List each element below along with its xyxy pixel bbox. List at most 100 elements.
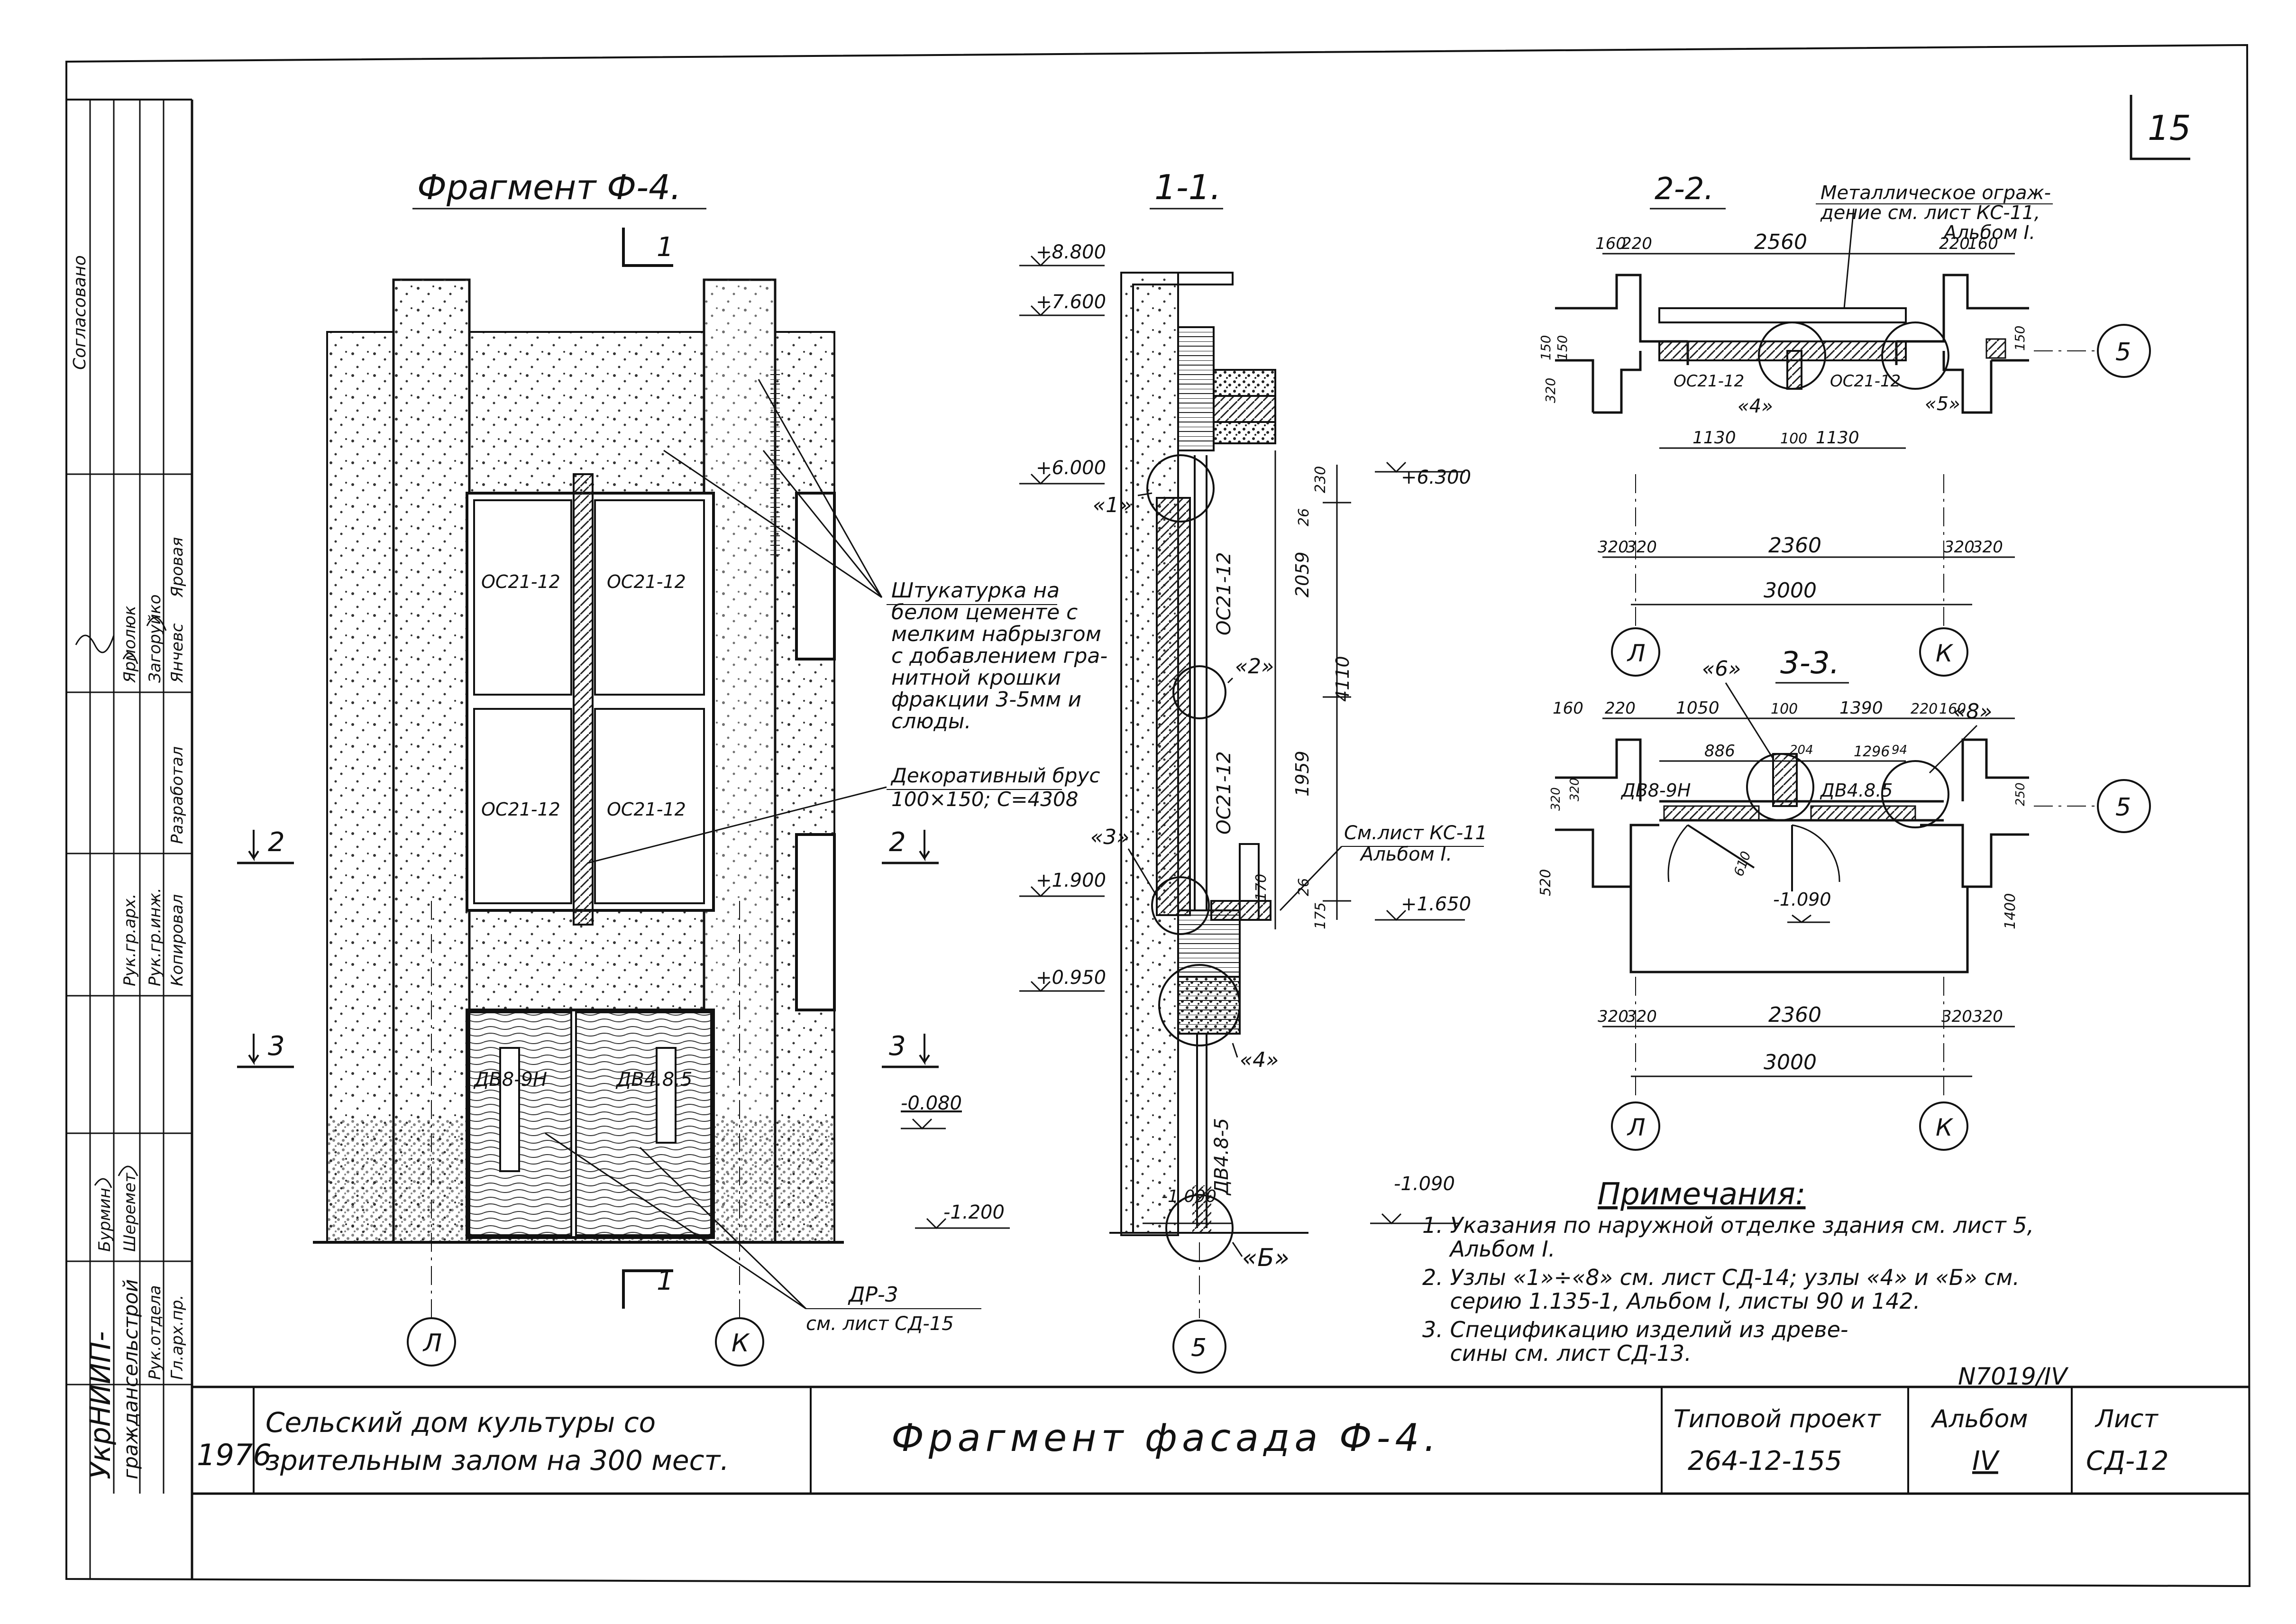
lvl-6000: +6.000	[1036, 457, 1106, 479]
s22-top-1: 160	[1595, 234, 1626, 253]
level-mark-3-right: 3	[889, 1031, 906, 1062]
s22-bottom-3: 2360	[1768, 533, 1821, 558]
beam-note-1: Декоративный брус	[890, 764, 1100, 787]
level-mark-2-left: 2	[268, 827, 285, 858]
s22-inner-1: 1130	[1692, 428, 1736, 448]
note-line-4: серию 1.135-1, Альбом I, листы 90 и 142.	[1422, 1288, 1920, 1314]
dim-26b: 26	[1296, 878, 1312, 896]
s11-door: ДВ4.8-5	[1211, 1118, 1233, 1196]
s33-side-5: 1400	[2002, 893, 2019, 929]
side-stamp: УкрНИИП- граждансельстрой Рук.отдела Гл.…	[66, 99, 192, 1579]
s33-side-4: 250	[2013, 782, 2028, 806]
s22-bottom-5: 320	[1972, 538, 2003, 557]
plaster-note-6: фракции 3-5мм и	[891, 688, 1081, 712]
s33-top-2: 220	[1605, 699, 1636, 718]
plaster-note-1: Штукатурка на	[891, 578, 1060, 603]
axis-k: К	[732, 1329, 750, 1358]
s33-bottom-2: 320	[1626, 1007, 1657, 1026]
s22-side-4: 150	[2012, 326, 2028, 351]
role-4: Рук.гр.инж.	[146, 888, 165, 986]
dim-2059: 2059	[1292, 551, 1313, 597]
s22-bottom-4: 320	[1944, 538, 1975, 557]
general-notes: Примечания: 1. Указания по наружной отде…	[1422, 1177, 2069, 1390]
s22-bottom-1: 320	[1598, 538, 1628, 557]
s33-bottom-1: 320	[1598, 1007, 1628, 1026]
plaster-note-4: с добавлением гра-	[891, 644, 1107, 668]
s33-top-6: 220	[1911, 701, 1938, 717]
s33-side-3: 320	[1568, 778, 1582, 801]
name-2: Шеремет	[120, 1173, 139, 1252]
role-2: Гл.арх.пр.	[168, 1295, 187, 1380]
s22-top-4: 220	[1939, 234, 1970, 253]
name-3: Ярмолюк	[120, 606, 139, 683]
name-1: Бурмин	[95, 1188, 114, 1252]
s11-axis: 5	[1191, 1334, 1207, 1362]
s33-label-4: «8»	[1953, 699, 1992, 724]
dim-1959: 1959	[1292, 751, 1313, 797]
tb-sheet-value: СД-12	[2086, 1446, 2168, 1477]
window-label-3: ОС21-12	[481, 799, 560, 820]
section-mark-bottom: 1	[657, 1266, 674, 1296]
node-2: «2»	[1235, 654, 1274, 679]
tb-year: 1976	[197, 1438, 272, 1472]
s33-side-6: 610	[1731, 849, 1754, 879]
role-5: Разработал	[168, 746, 187, 844]
beam-note-2: 100×150; С=4308	[891, 788, 1078, 811]
note-line-5: 3. Спецификацию изделий из древе-	[1422, 1317, 1848, 1342]
plaster-note-2: белом цементе с	[891, 600, 1078, 624]
node-1: «1»	[1093, 493, 1132, 517]
door-note-1: ДР-3	[848, 1283, 898, 1307]
note-line-6: сины см. лист СД-13.	[1422, 1340, 1692, 1366]
s33-label-3: «6»	[1702, 657, 1741, 681]
s22-axis-l: Л	[1627, 640, 1646, 667]
s22-top-2: 220	[1621, 234, 1652, 253]
signature-marks	[75, 616, 167, 1188]
fragment-notes: Штукатурка на белом цементе с мелким наб…	[806, 578, 1107, 1335]
plaster-note-5: нитной крошки	[891, 666, 1061, 690]
level-mark-3-left: 3	[268, 1031, 285, 1062]
s33-total: 3000	[1764, 1050, 1817, 1074]
title-block: 1976 Сельский дом культуры со зрительным…	[197, 1387, 2168, 1494]
s11-note-2: Альбом I.	[1359, 844, 1452, 865]
section-mark-top: 1	[657, 232, 674, 263]
axis-bubble-l	[407, 1317, 456, 1367]
section-1-1-title: 1-1.	[1154, 167, 1221, 207]
s33-inner-4: 94	[1892, 743, 1907, 757]
s33-axis-k: К	[1936, 1114, 1954, 1141]
s33-top-3: 1050	[1676, 698, 1720, 718]
dim-175: 175	[1312, 902, 1329, 929]
tb-type-label: Типовой проект	[1674, 1405, 1881, 1433]
plaster-note-7: слюды.	[891, 709, 971, 734]
s33-side-2: 320	[1549, 787, 1563, 811]
s22-label-4: «5»	[1925, 393, 1960, 415]
s33-top-4: 100	[1771, 701, 1798, 717]
archive-number: N7019/IV	[1958, 1363, 2069, 1390]
name-5: Янчевс	[168, 623, 187, 683]
lvl-0950: +0.950	[1036, 967, 1106, 989]
s33-top-1: 160	[1553, 699, 1583, 718]
plaster-note-3: мелким набрызгом	[891, 622, 1101, 646]
sheet-number-box: 15	[2130, 95, 2191, 160]
role-3: Рук.гр.арх.	[120, 893, 139, 986]
section-1-1: 1-1. «1» «2» «3» «4» «Б»	[901, 167, 1487, 1374]
tb-sheet-label: Лист	[2095, 1405, 2159, 1433]
s33-bottom-4: 320	[1941, 1007, 1972, 1026]
sheet-number: 15	[2148, 108, 2191, 148]
dim-4110: 4110	[1332, 656, 1353, 702]
node-4: «4»	[1240, 1048, 1279, 1072]
s33-label-1: ДВ8-9Н	[1620, 780, 1691, 801]
dim-26a: 26	[1296, 508, 1312, 526]
dim-170: 170	[1253, 874, 1270, 901]
fragment-elevation: Фрагмент Ф-4. 1 1 ОС21-12 ОС21-12 ОС21-1…	[237, 167, 939, 1367]
s22-top-3: 2560	[1754, 230, 1807, 254]
s11-note-1: См.лист КС-11	[1344, 822, 1487, 844]
s33-bottom-3: 2360	[1768, 1003, 1821, 1027]
section-3-3-title: 3-3.	[1780, 646, 1839, 681]
s11-window-2: ОС21-12	[1213, 751, 1235, 835]
note-line-3: 2. Узлы «1»÷«8» см. лист СД-14; узлы «4»…	[1422, 1265, 2020, 1290]
sheet-frame	[65, 44, 2251, 1587]
node-b: «Б»	[1242, 1244, 1290, 1272]
tb-project-line-1: Сельский дом культуры со	[265, 1406, 656, 1439]
door-label-2: ДВ4.8.5	[615, 1069, 692, 1091]
axis-bubble-5	[1172, 1320, 1226, 1374]
